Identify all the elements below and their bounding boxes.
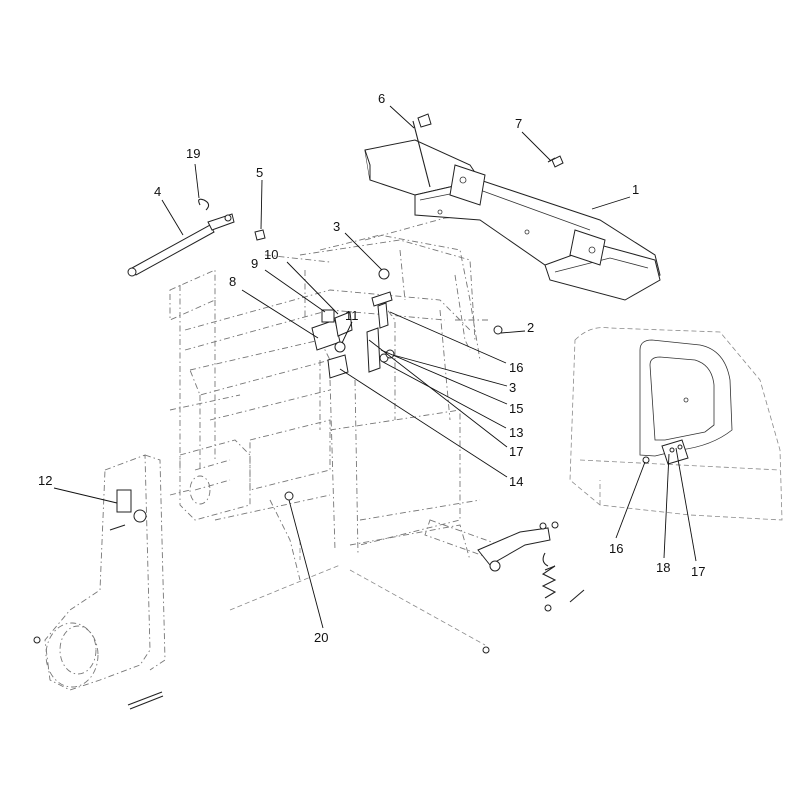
callout-19: 19: [186, 146, 200, 161]
callout-16-main: 16: [509, 360, 523, 375]
callout-11: 11: [345, 308, 359, 323]
callout-3-upper: 3: [333, 219, 340, 234]
callout-5: 5: [256, 165, 263, 180]
gearbox: [170, 440, 250, 520]
callout-17-inset: 17: [691, 564, 705, 579]
lower-linkage: [285, 492, 584, 653]
callout-12: 12: [38, 473, 52, 488]
front-bumper: [365, 114, 660, 300]
callout-8: 8: [229, 274, 236, 289]
chassis-frame-phantom: [170, 215, 490, 645]
callout-18: 18: [656, 560, 670, 575]
callout-9: 9: [251, 256, 258, 271]
callout-7: 7: [515, 116, 522, 131]
callout-15: 15: [509, 401, 523, 416]
callout-17-main: 17: [509, 444, 523, 459]
callout-16-inset: 16: [609, 541, 623, 556]
callout-1: 1: [632, 182, 639, 197]
callout-3-lower: 3: [509, 380, 516, 395]
callout-13: 13: [509, 425, 523, 440]
callout-6: 6: [378, 91, 385, 106]
blower-housing: [34, 455, 165, 709]
side-housing-inset: [570, 328, 782, 521]
lift-cylinder: [128, 199, 265, 276]
callout-4: 4: [154, 184, 161, 199]
callout-2: 2: [527, 320, 534, 335]
callout-20: 20: [314, 630, 328, 645]
callout-10: 10: [264, 247, 278, 262]
callout-14: 14: [509, 474, 523, 489]
